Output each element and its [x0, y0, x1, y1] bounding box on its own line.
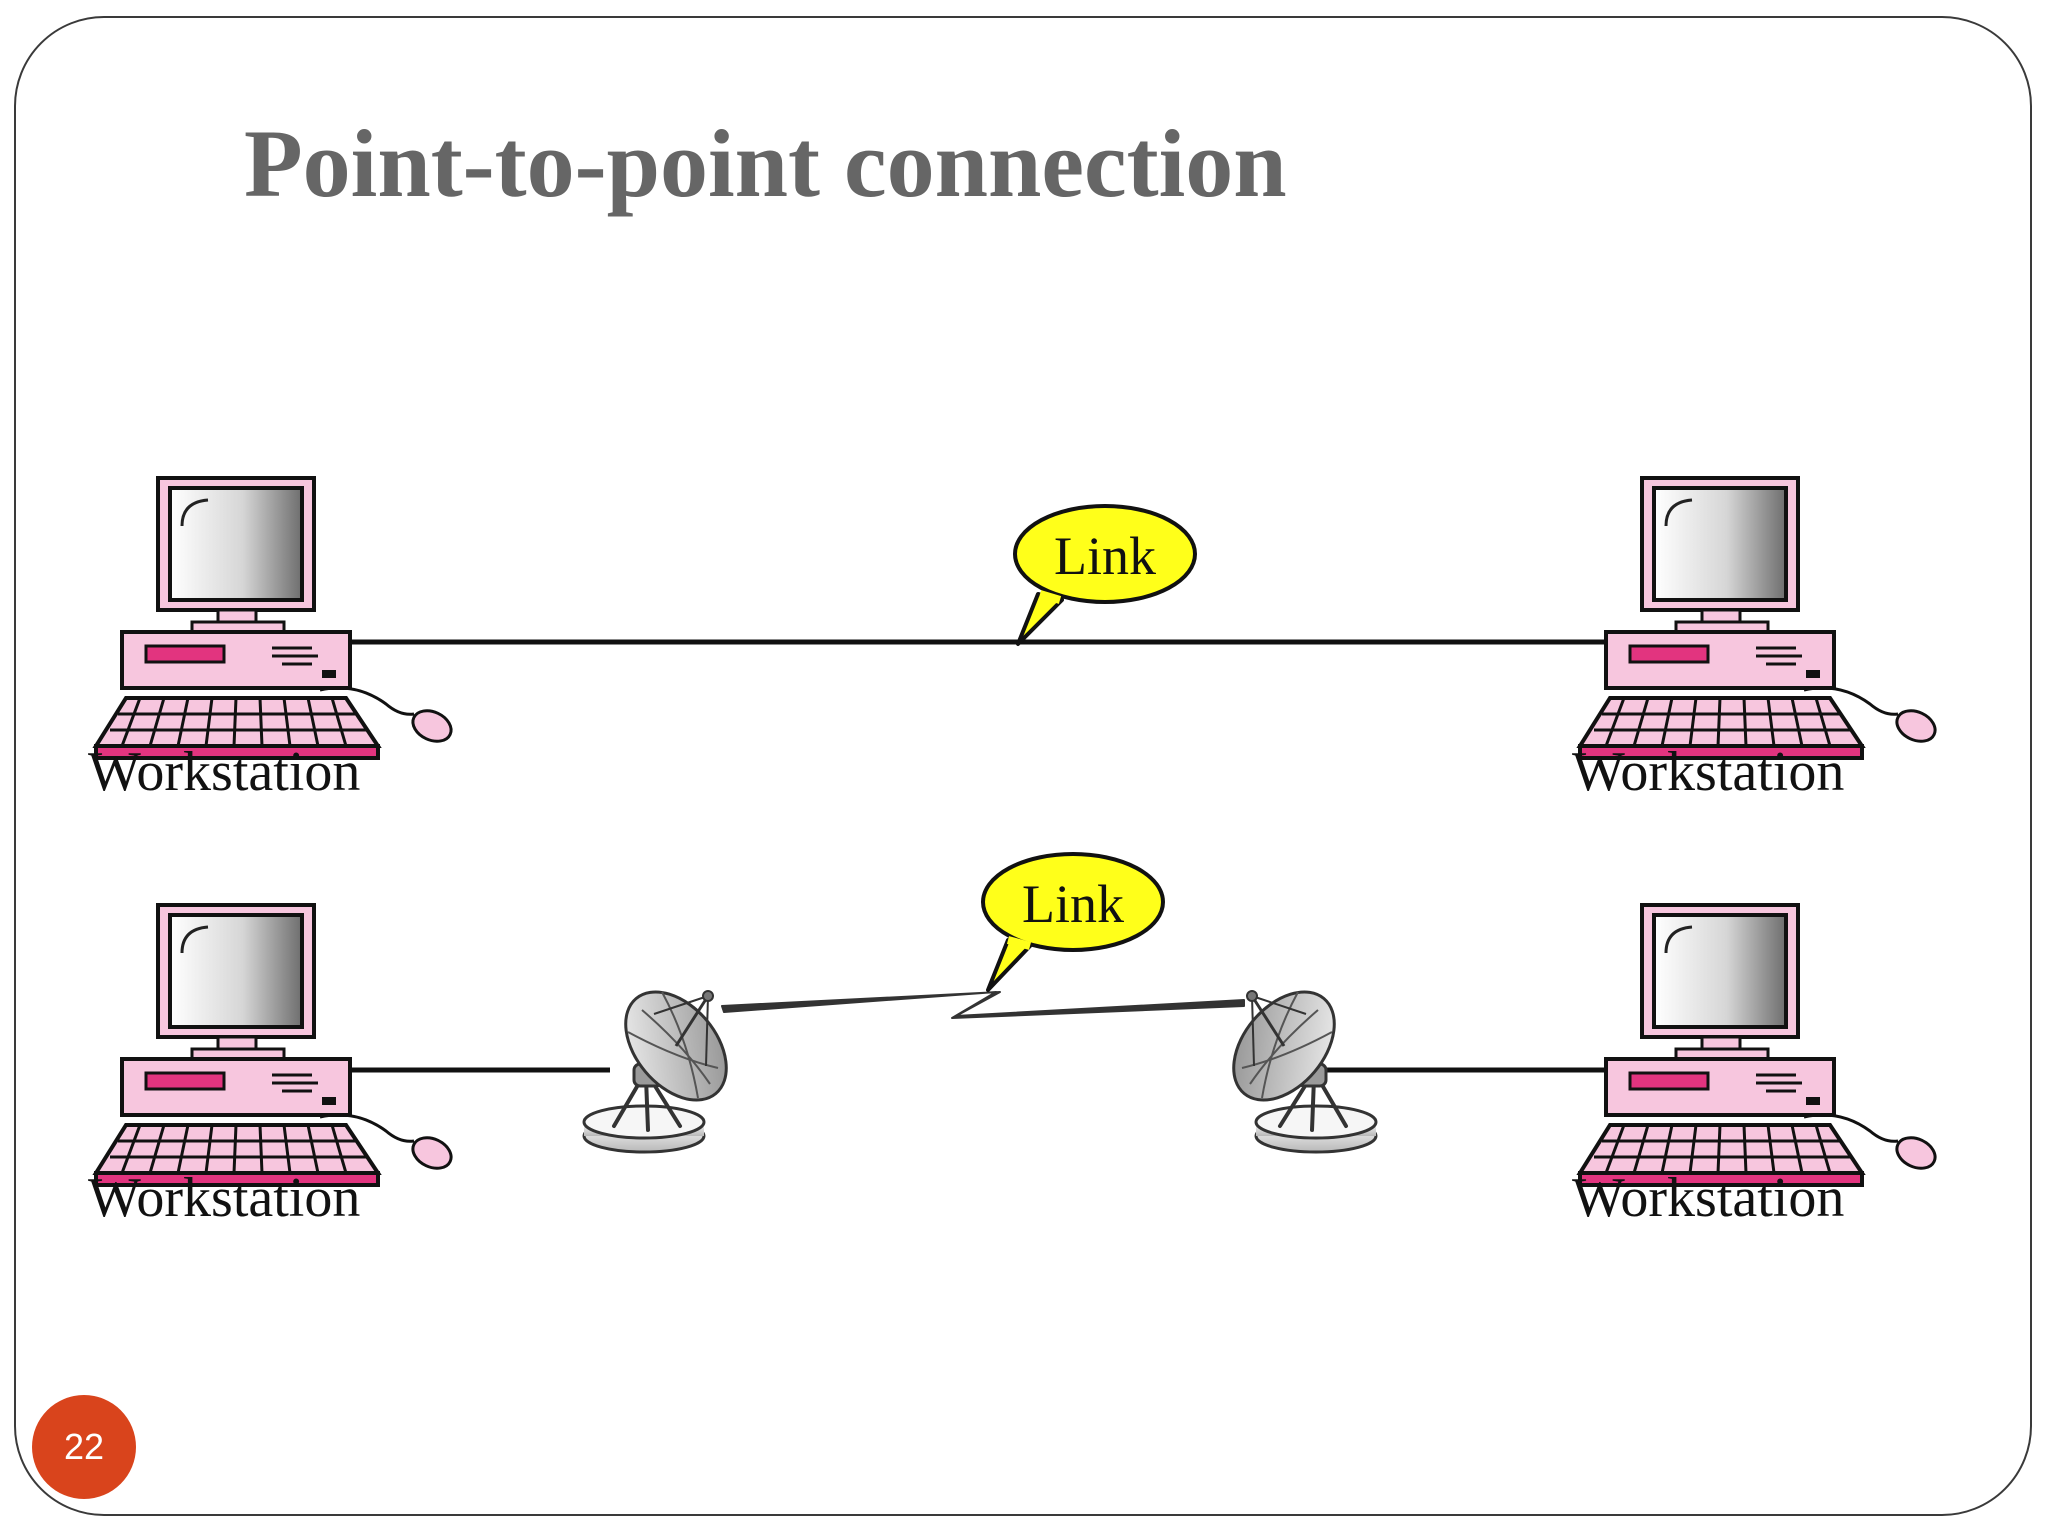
page-number-badge: 22: [32, 1395, 136, 1499]
right-workstation-bottom: [1578, 903, 1943, 1187]
workstation-label-top-left: Workstation: [88, 741, 360, 803]
link-bubble-bottom: Link: [981, 852, 1165, 992]
link-bubble-top: Link: [1013, 504, 1197, 646]
workstation-label-bottom-right: Workstation: [1572, 1167, 1844, 1229]
left-workstation-top: [94, 476, 459, 760]
top-connection: Link Workstation Workstation: [88, 476, 1943, 803]
left-workstation-bottom: [94, 903, 459, 1187]
wireless-signal-icon: [721, 991, 1245, 1019]
computer-icon: [94, 903, 459, 1187]
satellite-dish-icon: [582, 970, 749, 1154]
link-label-bottom: Link: [1022, 874, 1124, 934]
right-workstation-top: [1578, 476, 1943, 760]
workstation-label-bottom-left: Workstation: [88, 1167, 360, 1229]
computer-icon: [94, 476, 459, 760]
slide-frame: [14, 16, 2032, 1516]
page-number: 22: [63, 1426, 105, 1467]
left-satellite-dish: [582, 970, 749, 1154]
workstation-label-top-right: Workstation: [1572, 741, 1844, 803]
computer-icon: [1578, 903, 1943, 1187]
computer-icon: [1578, 476, 1943, 760]
slide-title: Point-to-point connection: [244, 110, 1287, 217]
link-label-top: Link: [1054, 526, 1156, 586]
bottom-connection: Link Workstation Workstation: [88, 852, 1943, 1229]
